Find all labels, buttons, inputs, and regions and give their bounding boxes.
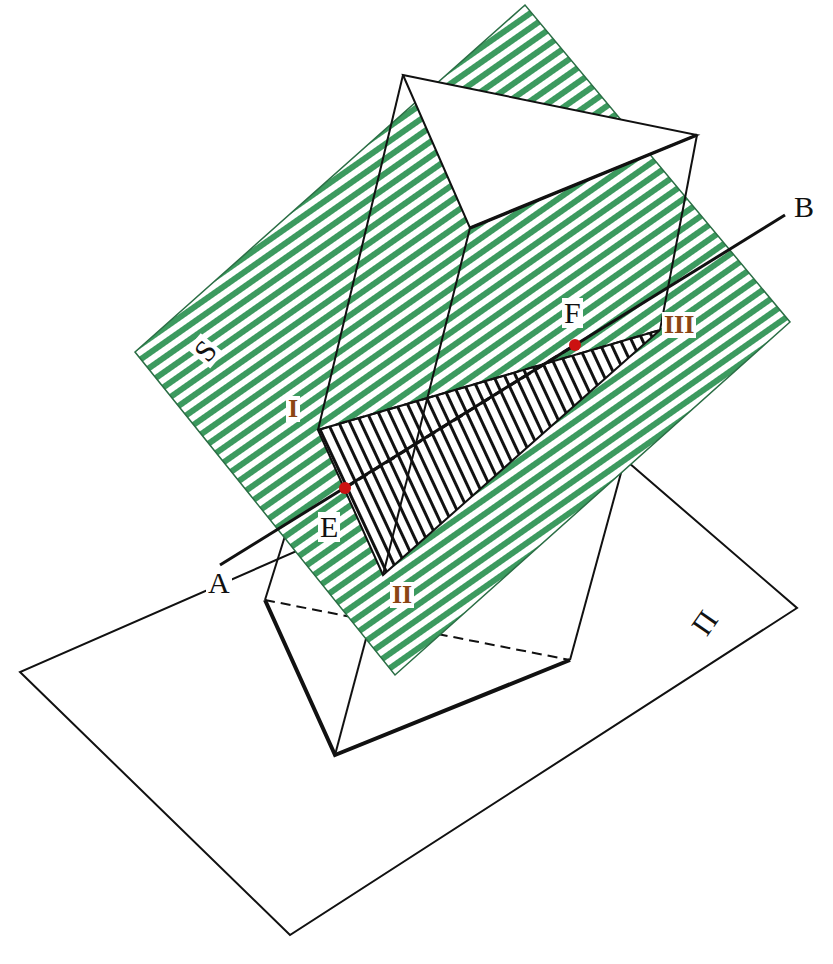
line-ab-hidden: [345, 345, 575, 488]
section-triangle: [318, 330, 660, 575]
point-label: A: [206, 568, 232, 598]
point-f: [569, 339, 581, 351]
point-e: [339, 482, 351, 494]
prism-upper: [318, 75, 697, 575]
section-vertex-label: III: [662, 312, 696, 338]
section-vertex-label: II: [390, 582, 414, 608]
point-label: F: [562, 298, 583, 328]
point-label: B: [792, 192, 816, 222]
section-vertex-label: I: [286, 396, 300, 422]
line-ab: [220, 215, 785, 565]
hidden-edge: [318, 330, 660, 430]
plane-s: [135, 5, 790, 675]
point-label: E: [318, 512, 340, 542]
